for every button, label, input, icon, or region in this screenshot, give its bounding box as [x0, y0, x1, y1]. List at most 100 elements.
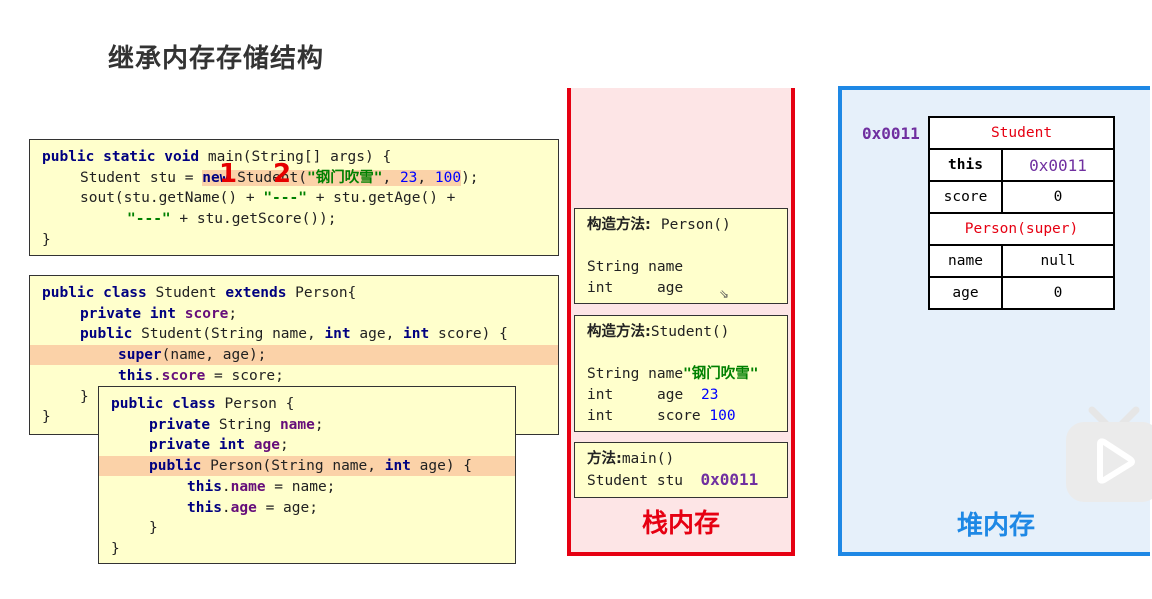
code-token: }	[80, 389, 89, 405]
var-name: stu	[656, 473, 684, 489]
frame-var: int age	[587, 278, 683, 298]
code-line: private int score;	[30, 304, 558, 324]
frame-header: 构造方法: Person()	[587, 215, 731, 235]
code-token: ,	[382, 170, 400, 186]
code-token: = score;	[205, 368, 284, 384]
code-line: this.name = name;	[99, 477, 515, 497]
person-class-code: public class Person { private String nam…	[98, 386, 516, 564]
code-token: );	[461, 170, 479, 186]
code-token: (name, age);	[161, 347, 267, 363]
var-name: name	[648, 259, 684, 275]
code-line-highlighted: public Person(String name, int age) {	[99, 456, 515, 476]
code-token: "钢门吹雪"	[307, 170, 383, 186]
field-key: score	[928, 180, 1003, 214]
field-value: 0x0011	[1001, 148, 1115, 182]
code-line: sout(stu.getName() + "---" + stu.getAge(…	[30, 188, 558, 208]
code-line: }	[30, 387, 558, 407]
var-name: age	[657, 387, 684, 403]
code-token: super	[118, 347, 162, 363]
code-token: public	[80, 326, 133, 342]
code-token: Student(	[228, 170, 307, 186]
var-name: age	[657, 280, 684, 296]
field-key: name	[928, 244, 1003, 278]
code-token: String	[210, 417, 280, 433]
tv-logo-icon	[1064, 406, 1152, 506]
code-token: .	[152, 368, 162, 384]
code-token: 100	[434, 170, 462, 186]
code-token: = name;	[265, 479, 336, 495]
code-line-highlighted: super(name, age);	[30, 345, 558, 365]
page-title: 继承内存存储结构	[108, 44, 325, 74]
frame-header: 方法:main()	[587, 449, 674, 469]
code-token: age	[253, 437, 280, 453]
frame-var: String name"钢门吹雪"	[587, 364, 759, 384]
code-token: new	[202, 170, 229, 186]
code-token	[245, 437, 254, 453]
stack-memory-label: 栈内存	[641, 509, 720, 539]
code-token: name	[279, 417, 315, 433]
frame-var: Student stu 0x0011	[587, 470, 758, 490]
var-value: 0x0011	[700, 470, 759, 489]
code-token: int	[384, 458, 411, 474]
code-token	[176, 306, 185, 322]
code-token: this	[187, 479, 222, 495]
code-token: Person{	[286, 285, 357, 301]
stack-memory: 构造方法: Person() String name int age ⇘ 构造方法…	[567, 88, 795, 556]
code-token: Student	[146, 285, 226, 301]
field-key: age	[928, 276, 1003, 310]
code-token: }	[149, 520, 158, 536]
code-line: public class Person {	[99, 394, 515, 414]
code-token: ;	[228, 306, 238, 322]
code-token: Student(String name,	[132, 326, 325, 342]
code-token: "---"	[127, 211, 171, 227]
step-marker-2: 2	[273, 159, 292, 189]
code-token: this	[118, 368, 153, 384]
var-value: 100	[709, 408, 736, 424]
code-token: public static void	[42, 149, 200, 165]
frame-signature: main()	[621, 451, 675, 467]
var-value: "钢门吹雪"	[683, 366, 759, 382]
code-token: score) {	[429, 326, 508, 342]
object-row: Student	[928, 116, 1115, 150]
var-name: score	[657, 408, 701, 424]
code-token: ;	[314, 417, 324, 433]
code-line: private int age;	[99, 435, 515, 455]
code-token: int	[324, 326, 351, 342]
heap-memory-label: 堆内存	[956, 511, 1035, 541]
object-row: Person(super)	[928, 212, 1115, 246]
main-method-code: public static void main(String[] args) {…	[29, 139, 559, 256]
frame-signature: Person()	[660, 217, 731, 233]
step-marker-1: 1	[219, 159, 238, 189]
cursor-icon: ⇘	[719, 287, 730, 301]
code-token: }	[111, 541, 120, 557]
code-line: }	[30, 230, 558, 250]
stack-frame-main: 方法:main() Student stu 0x0011	[574, 442, 788, 498]
code-token: + stu.getScore());	[170, 211, 337, 227]
code-token: "---"	[263, 190, 307, 206]
code-line: }	[99, 518, 515, 538]
field-value: 0	[1001, 180, 1115, 214]
var-type: int	[587, 280, 614, 296]
code-token: ;	[279, 437, 289, 453]
code-token: private int	[149, 437, 246, 453]
var-value: 23	[701, 387, 719, 403]
frame-kind: 构造方法:	[587, 217, 651, 233]
code-token: public class	[42, 285, 147, 301]
frame-kind: 构造方法:	[587, 324, 651, 340]
code-token: ,	[417, 170, 435, 186]
code-token: sout(stu.getName() +	[80, 190, 264, 206]
code-token: score	[184, 306, 229, 322]
code-line: private String name;	[99, 415, 515, 435]
code-token: Person(String name,	[201, 458, 385, 474]
var-type: String	[587, 366, 640, 382]
code-token: private int	[80, 306, 177, 322]
code-token: + stu.getAge() +	[306, 190, 456, 206]
field-key: this	[928, 148, 1003, 182]
code-token: = age;	[256, 500, 318, 516]
